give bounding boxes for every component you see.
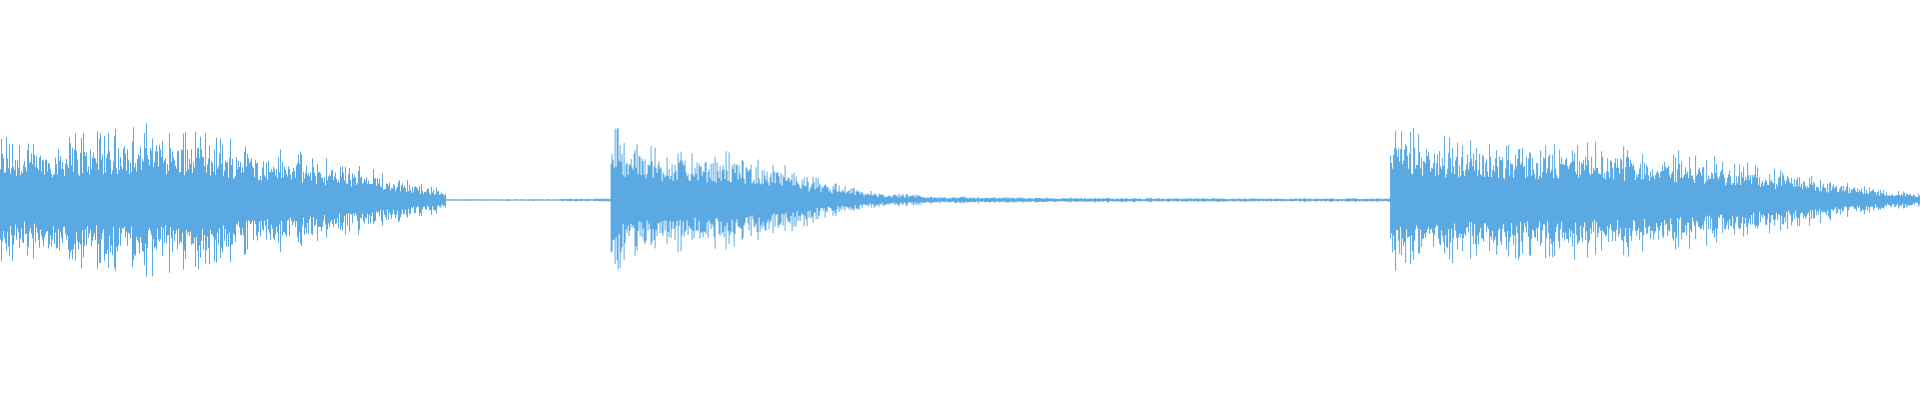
- waveform-segment-4: [1390, 127, 1920, 271]
- waveform-segment-2: [610, 128, 923, 270]
